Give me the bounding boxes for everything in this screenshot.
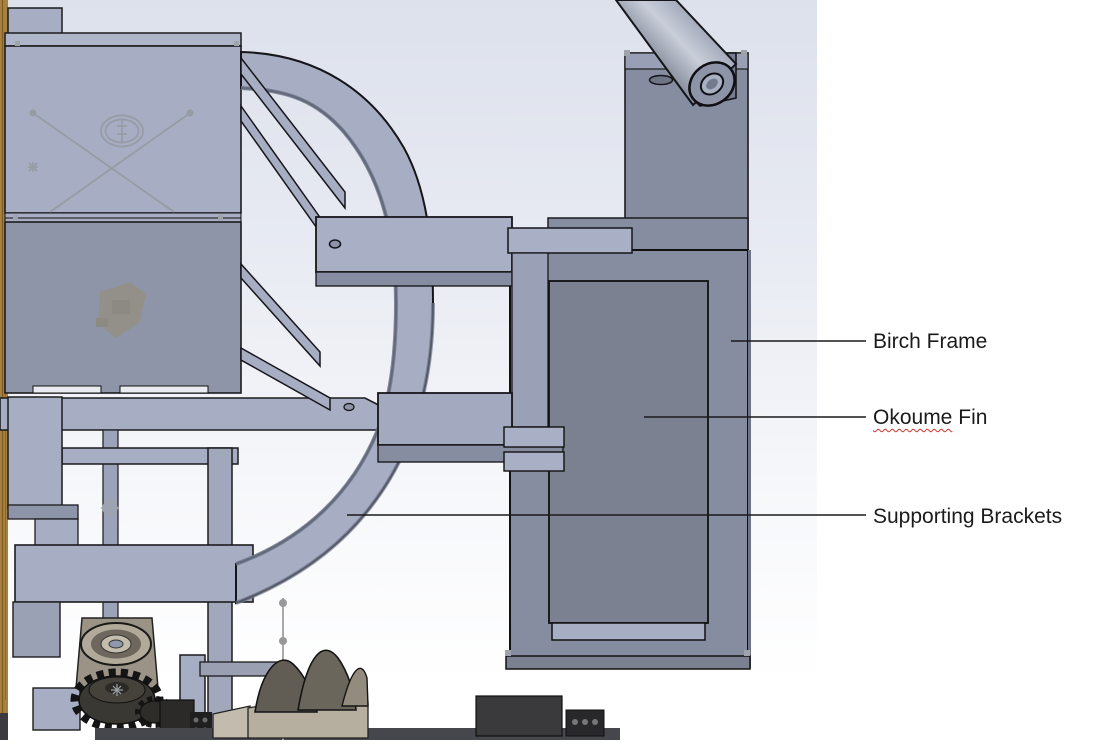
sketch-corner-point	[744, 650, 750, 656]
bracket-foot-part	[14, 544, 254, 603]
top-box-part	[4, 7, 242, 47]
bracket-strut-part	[240, 262, 321, 368]
box-logo-mark	[96, 282, 146, 338]
deck-hole	[343, 402, 355, 412]
sketch-corner-point	[505, 650, 511, 656]
label-supporting-brackets[interactable]: Supporting Brackets	[873, 504, 1062, 529]
shaft-coupling-part	[565, 709, 605, 737]
propeller-blade	[341, 667, 369, 707]
frame-bottom-lip-part	[505, 655, 751, 670]
propeller-part	[212, 649, 369, 739]
okoume-fin-part	[548, 280, 709, 624]
cad-viewport	[0, 0, 817, 741]
battery-box-part	[4, 45, 242, 224]
label-text-misspelled: Okoume	[873, 406, 953, 429]
upper-arm-part	[315, 216, 633, 287]
sketch-corner-point	[13, 215, 18, 220]
clamp-plate-part	[503, 451, 565, 472]
clamp-strip-part	[511, 252, 549, 428]
clamp-plate-part	[503, 426, 565, 448]
left-bracket-part	[7, 396, 79, 548]
sketch-corner-point	[218, 215, 223, 220]
arm-hole	[328, 239, 342, 249]
bracket-strut-part	[240, 346, 331, 412]
sketch-asterisk	[111, 684, 123, 696]
frame-leg-part	[12, 601, 61, 658]
equipment-box-part	[4, 221, 242, 394]
sketch-corner-point	[234, 41, 239, 46]
label-birch-frame[interactable]: Birch Frame	[873, 329, 987, 354]
sketch-corner-point	[15, 41, 20, 46]
clamp-plate-part	[507, 227, 633, 254]
frame-oval-hole	[648, 74, 674, 86]
sketch-corner-point	[741, 50, 747, 56]
bracket-strut-part	[240, 55, 346, 211]
sketch-x-overlay	[28, 109, 194, 213]
sketch-asterisk	[28, 162, 38, 172]
label-text: Supporting Brackets	[873, 505, 1063, 528]
sketch-point-marker	[101, 499, 119, 517]
prop-shaft-block-part	[475, 695, 563, 737]
sketch-corner-point	[624, 50, 630, 56]
fin-bottom-rail-part	[551, 622, 706, 641]
label-text: Fin	[958, 406, 988, 429]
cad-model-image	[0, 0, 817, 741]
lower-arm-part	[377, 392, 565, 472]
label-text: Birch Frame	[873, 330, 988, 353]
tube-flange-part	[688, 61, 736, 107]
supporting-bracket-part	[235, 50, 435, 605]
